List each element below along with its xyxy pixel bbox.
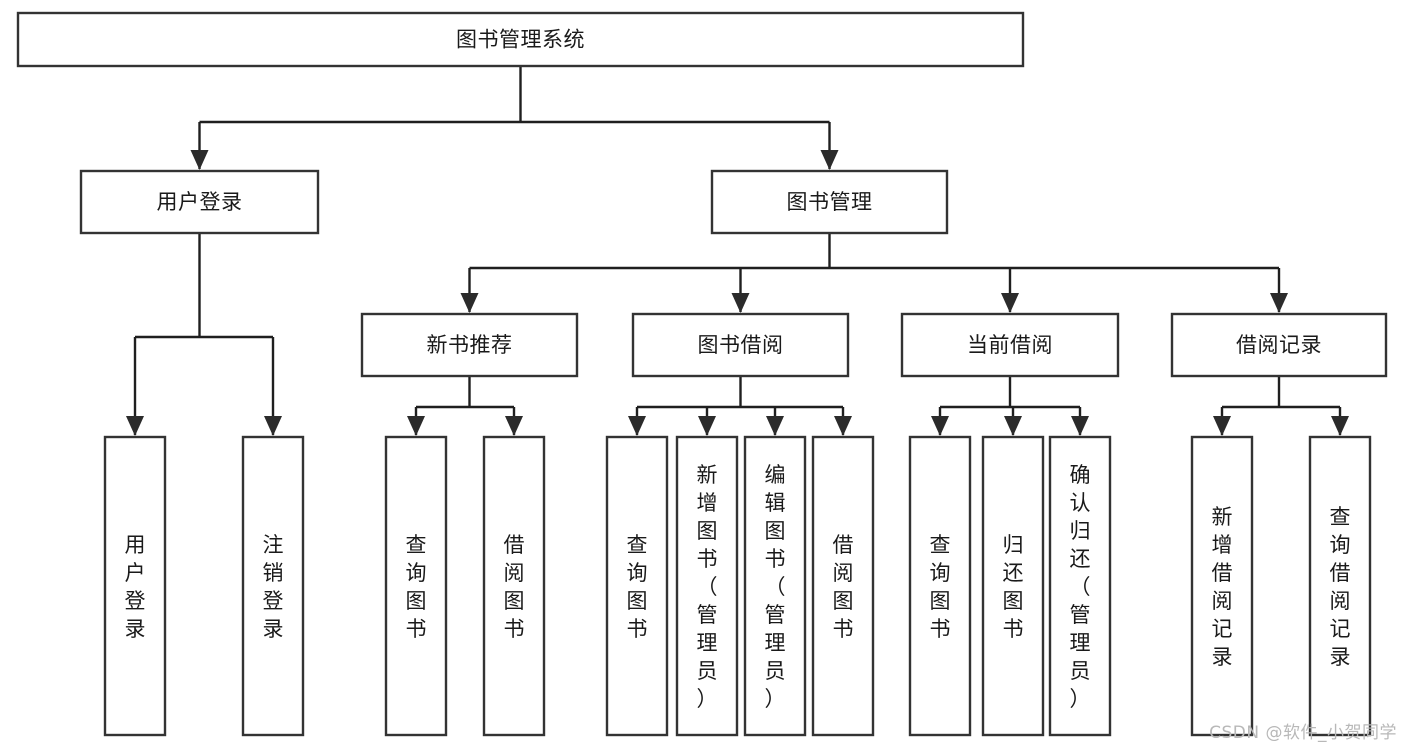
node-box xyxy=(384,435,448,737)
node-label: 图书管理 xyxy=(787,190,873,214)
arrow-head-icon xyxy=(1071,416,1089,436)
node-box xyxy=(908,435,972,737)
node-label: 借阅记录 xyxy=(1236,333,1322,357)
node-box xyxy=(811,435,875,737)
node-leaf-borrow-book-rec[interactable]: 借阅图书 xyxy=(482,435,546,737)
node-leaf-logout-login[interactable]: 注销登录 xyxy=(241,435,305,737)
node-box xyxy=(710,169,949,235)
arrow-head-icon xyxy=(126,416,144,436)
arrow-head-icon xyxy=(1004,416,1022,436)
arrow-head-icon xyxy=(731,293,750,313)
node-box xyxy=(1048,435,1112,737)
node-label: 查询借阅记录 xyxy=(1330,505,1351,669)
node-leaf-query-borrow-record[interactable]: 查询借阅记录 xyxy=(1308,435,1372,737)
node-label: 确认归还（管理员） xyxy=(1070,463,1091,711)
node-current-borrow[interactable]: 当前借阅 xyxy=(900,312,1120,378)
node-leaf-add-book-admin[interactable]: 新增图书（管理员） xyxy=(675,435,739,737)
arrow-head-icon xyxy=(628,416,646,436)
node-label: 新增借阅记录 xyxy=(1212,505,1233,669)
node-label: 归还图书 xyxy=(1003,533,1024,641)
node-box xyxy=(631,312,850,378)
node-box xyxy=(900,312,1120,378)
node-label: 查询图书 xyxy=(627,533,648,641)
node-label: 查询图书 xyxy=(406,533,427,641)
node-label: 新增图书（管理员） xyxy=(697,463,718,711)
node-box xyxy=(1170,312,1388,378)
node-box xyxy=(675,435,739,737)
node-label: 当前借阅 xyxy=(967,333,1053,357)
node-label: 图书借阅 xyxy=(698,333,784,357)
node-root-root[interactable]: 图书管理系统 xyxy=(16,11,1025,68)
node-box xyxy=(743,435,807,737)
node-label: 用户登录 xyxy=(125,533,146,641)
arrow-head-icon xyxy=(460,293,479,313)
arrow-head-icon xyxy=(505,416,523,436)
node-label: 借阅图书 xyxy=(504,533,525,641)
node-box xyxy=(605,435,669,737)
node-book-manage[interactable]: 图书管理 xyxy=(710,169,949,235)
node-box xyxy=(1308,435,1372,737)
node-leaf-borrow-book[interactable]: 借阅图书 xyxy=(811,435,875,737)
node-label: 借阅图书 xyxy=(833,533,854,641)
node-leaf-return-book[interactable]: 归还图书 xyxy=(981,435,1045,737)
node-box xyxy=(482,435,546,737)
node-label: 用户登录 xyxy=(157,190,243,214)
node-label: 注销登录 xyxy=(263,533,284,641)
arrow-head-icon xyxy=(1001,293,1019,313)
node-leaf-user-login[interactable]: 用户登录 xyxy=(103,435,167,737)
arrow-head-icon xyxy=(820,150,839,170)
node-leaf-query-book-rec[interactable]: 查询图书 xyxy=(384,435,448,737)
arrow-head-icon xyxy=(766,416,784,436)
node-user-login[interactable]: 用户登录 xyxy=(79,169,320,235)
arrow-head-icon xyxy=(407,416,425,436)
node-box xyxy=(16,11,1025,68)
node-label: 新书推荐 xyxy=(427,333,513,357)
arrow-head-icon xyxy=(931,416,949,436)
arrow-head-icon xyxy=(1270,293,1288,313)
node-label: 查询图书 xyxy=(930,533,951,641)
node-leaf-edit-book-admin[interactable]: 编辑图书（管理员） xyxy=(743,435,807,737)
node-leaf-query-book-current[interactable]: 查询图书 xyxy=(908,435,972,737)
node-box xyxy=(103,435,167,737)
node-box xyxy=(1190,435,1254,737)
node-box xyxy=(360,312,579,378)
node-leaf-add-borrow-record[interactable]: 新增借阅记录 xyxy=(1190,435,1254,737)
arrow-head-icon xyxy=(834,416,852,436)
node-layer: 图书管理系统用户登录图书管理新书推荐图书借阅当前借阅借阅记录用户登录注销登录查询… xyxy=(16,11,1388,737)
node-label: 编辑图书（管理员） xyxy=(765,463,786,711)
node-book-borrow[interactable]: 图书借阅 xyxy=(631,312,850,378)
arrow-head-icon xyxy=(1331,416,1349,436)
node-label: 图书管理系统 xyxy=(456,28,585,52)
node-new-book-recommend[interactable]: 新书推荐 xyxy=(360,312,579,378)
arrow-head-icon xyxy=(698,416,716,436)
node-box xyxy=(79,169,320,235)
arrow-head-icon xyxy=(1213,416,1231,436)
csdn-watermark: CSDN @软件_小贺同学 xyxy=(1209,723,1397,743)
node-box xyxy=(981,435,1045,737)
node-box xyxy=(241,435,305,737)
connector-layer xyxy=(126,66,1349,436)
node-leaf-query-book-borrow[interactable]: 查询图书 xyxy=(605,435,669,737)
node-leaf-confirm-return-admin[interactable]: 确认归还（管理员） xyxy=(1048,435,1112,737)
arrow-head-icon xyxy=(264,416,282,436)
arrow-head-icon xyxy=(190,150,209,170)
node-borrow-record[interactable]: 借阅记录 xyxy=(1170,312,1388,378)
